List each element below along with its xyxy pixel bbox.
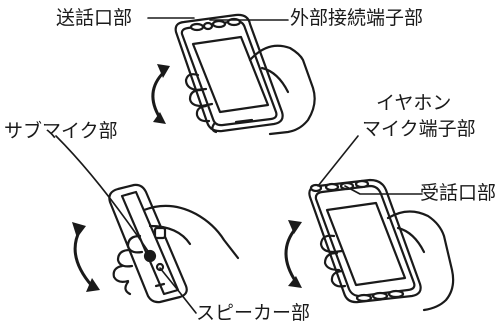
label-earphone-mic-line2: マイク端子部 [362,118,476,140]
phone-top-illustration [174,13,316,136]
leader-earphone-mic [317,135,359,187]
rotate-arrow-top [151,64,170,124]
rotate-arrow-right [284,220,302,288]
leader-lines [55,17,423,314]
label-speaker: スピーカー部 [196,302,311,324]
label-earphone-mic-line1: イヤホン [376,92,452,114]
leader-sub-mic [55,135,151,255]
label-sub-mic: サブマイク部 [4,120,118,142]
label-external-connector: 外部接続端子部 [290,7,424,29]
leader-earpiece [344,185,423,195]
rotate-arrow-left [72,222,100,292]
label-earpiece: 受話口部 [420,182,497,204]
leader-speaker [159,267,197,314]
phone-right-illustration [308,178,455,312]
label-mouthpiece: 送話口部 [56,7,133,29]
